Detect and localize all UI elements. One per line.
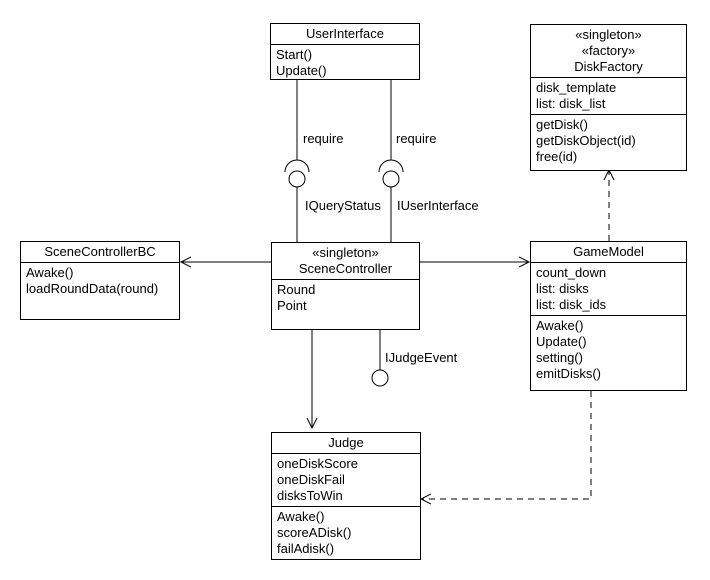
method: Update() — [276, 63, 327, 78]
method: failAdisk() — [277, 541, 335, 556]
class-name: SceneController — [298, 261, 393, 276]
attribute: disksToWin — [277, 488, 343, 503]
iuser-interface-interface — [382, 170, 400, 188]
iuser-interface-label: IUserInterface — [397, 198, 479, 213]
attributes-section: disk_template list: disk_list — [531, 78, 686, 114]
class-gamemodel[interactable]: GameModel count_down list: disks list: d… — [530, 241, 687, 391]
method: setting() — [536, 350, 583, 365]
methods-section: Awake() scoreADisk() failAdisk() — [272, 506, 420, 559]
method: Start() — [276, 47, 313, 62]
method: Awake() — [277, 509, 325, 524]
method: emitDisks() — [536, 366, 601, 381]
stereotype: «factory» — [581, 43, 636, 58]
attribute: oneDiskFail — [277, 472, 345, 487]
class-judge[interactable]: Judge oneDiskScore oneDiskFail disksToWi… — [271, 432, 421, 560]
attribute: oneDiskScore — [277, 456, 358, 471]
methods-section: Start() Update() — [271, 45, 419, 81]
require-socket-right — [378, 159, 404, 173]
require-label-right: require — [396, 131, 437, 146]
class-userinterface[interactable]: UserInterface Start() Update() — [270, 23, 420, 80]
ijudge-event-label: IJudgeEvent — [385, 350, 458, 365]
method: free(id) — [536, 149, 578, 164]
class-header: «singleton» SceneController — [272, 243, 419, 280]
require-label-left: require — [303, 131, 344, 146]
methods-section: Awake() loadRoundData(round) — [21, 263, 179, 299]
attributes-section: Round Point — [272, 280, 419, 316]
class-name: Judge — [272, 433, 420, 454]
methods-section: Awake() Update() setting() emitDisks() — [531, 315, 686, 384]
attribute: Point — [277, 298, 307, 313]
attributes-section: oneDiskScore oneDiskFail disksToWin — [272, 454, 420, 506]
class-name: DiskFactory — [574, 59, 643, 74]
attribute: list: disk_list — [536, 96, 606, 111]
require-socket-left — [284, 159, 310, 173]
attribute: disk_template — [536, 80, 617, 95]
attributes-section: count_down list: disks list: disk_ids — [531, 263, 686, 315]
methods-section: getDisk() getDiskObject(id) free(id) — [531, 114, 686, 167]
method: Awake() — [26, 265, 74, 280]
class-name: UserInterface — [271, 24, 419, 45]
class-scenecontroller[interactable]: «singleton» SceneController Round Point — [271, 242, 420, 330]
ijudge-event-interface — [371, 369, 389, 387]
class-header: «singleton» «factory» DiskFactory — [531, 25, 686, 78]
class-name: GameModel — [531, 242, 686, 263]
class-diskfactory[interactable]: «singleton» «factory» DiskFactory disk_t… — [530, 24, 687, 171]
attribute: count_down — [536, 265, 607, 280]
method: loadRoundData(round) — [26, 281, 159, 296]
dependency-to-judge — [421, 391, 592, 499]
method: Awake() — [536, 318, 584, 333]
class-name: SceneControllerBC — [21, 242, 179, 263]
method: getDisk() — [536, 117, 589, 132]
method: Update() — [536, 334, 587, 349]
stereotype: «singleton» — [575, 27, 642, 42]
method: scoreADisk() — [277, 525, 352, 540]
method: getDiskObject(id) — [536, 133, 636, 148]
class-scenecontrollerbc[interactable]: SceneControllerBC Awake() loadRoundData(… — [20, 241, 180, 320]
attribute: list: disk_ids — [536, 297, 607, 312]
stereotype: «singleton» — [312, 245, 379, 260]
iquery-status-label: IQueryStatus — [305, 198, 381, 213]
iquery-status-interface — [288, 170, 306, 188]
attribute: list: disks — [536, 281, 589, 296]
attribute: Round — [277, 282, 316, 297]
